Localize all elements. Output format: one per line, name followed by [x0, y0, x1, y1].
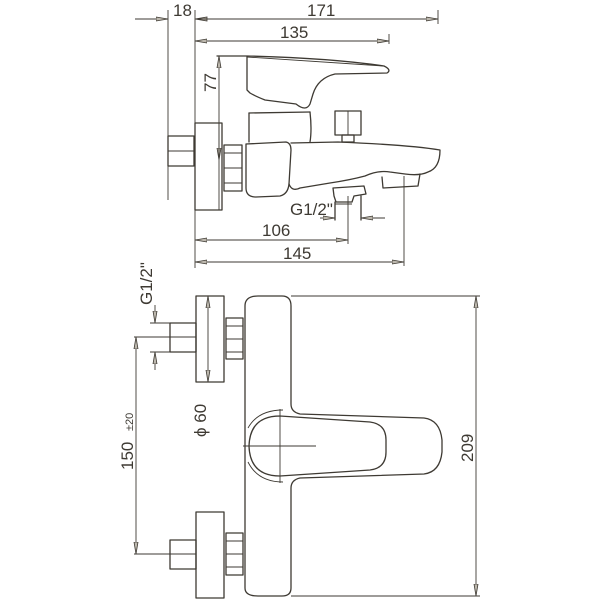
inlet-pipe-top — [169, 322, 197, 353]
lever-front — [248, 415, 387, 477]
dim-label-135: 135 — [280, 23, 308, 42]
dim-label-g12-side: G1/2" — [290, 200, 333, 219]
dim-label-g12-front: G1/2" — [137, 262, 156, 305]
dim-spout-reach: 145 — [195, 176, 405, 266]
dim-label-tolerance: ±20 — [124, 413, 136, 431]
spout — [288, 141, 441, 190]
hex-nut — [223, 144, 243, 192]
escutcheon-bottom — [195, 511, 225, 599]
hex-nut-top — [225, 317, 244, 360]
dim-label-phi60: ϕ 60 — [191, 404, 210, 437]
escutcheon-top — [195, 295, 225, 383]
dim-diverter-position: 106 — [195, 196, 349, 244]
escutcheon — [194, 122, 223, 211]
dim-label-106: 106 — [262, 221, 290, 240]
dim-escutcheon-diameter: ϕ 60 — [191, 296, 210, 437]
shower-outlet — [332, 185, 367, 203]
dim-label-209: 209 — [458, 434, 477, 462]
dim-outlet-thread: G1/2" — [290, 200, 385, 219]
mixer-body-front — [244, 295, 443, 597]
lever-handle — [216, 55, 390, 109]
mixer-body — [245, 141, 292, 198]
dim-label-77: 77 — [201, 73, 220, 92]
dim-label-150: 150 — [118, 442, 137, 470]
cartridge-housing — [248, 111, 312, 143]
dim-inlet-thread: G1/2" — [137, 262, 180, 370]
front-view: G1/2" ϕ 60 150 ±20 — [118, 262, 480, 599]
side-view: 18 171 135 77 — [135, 1, 441, 268]
dim-wall-plate-depth: 18 — [135, 1, 210, 22]
dim-lever-reach: 135 — [195, 23, 389, 42]
dim-label-145: 145 — [283, 244, 311, 263]
aerator — [381, 173, 421, 189]
dim-overall-depth: 171 — [195, 1, 438, 20]
dim-label-171: 171 — [307, 1, 335, 20]
inlet-pipe-bottom — [169, 539, 197, 570]
dim-label-18: 18 — [173, 1, 192, 20]
dim-inlet-centres: 150 ±20 — [118, 336, 170, 555]
dim-overall-height: 209 — [291, 295, 480, 597]
